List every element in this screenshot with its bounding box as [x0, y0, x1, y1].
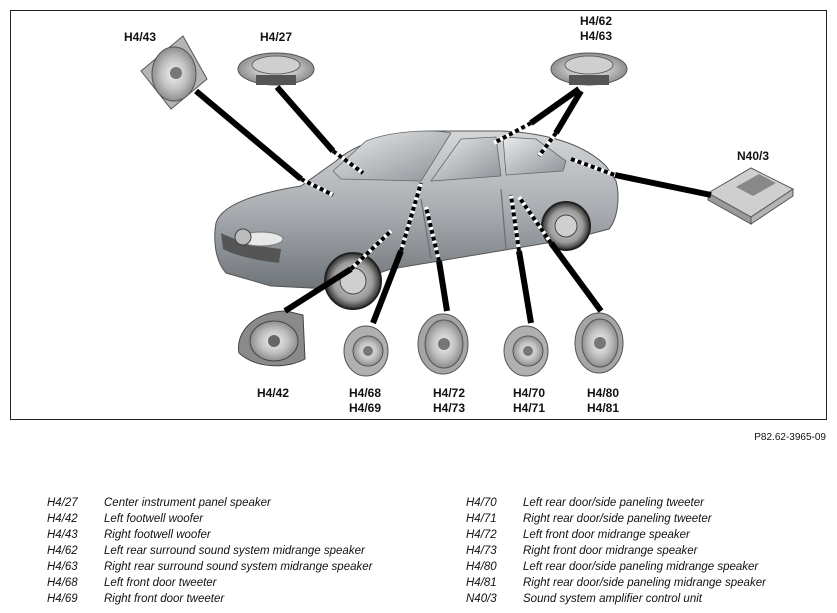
car-illustration: [214, 130, 619, 310]
leader-h4-63: [537, 89, 584, 158]
callout-h4-43: H4/43: [123, 30, 157, 44]
leader-h4-70: [509, 194, 534, 324]
leader-h4-72: [424, 206, 450, 312]
figure-reference-number: P82.62-3965-09: [754, 432, 826, 443]
speaker-h4-68-69: [343, 325, 389, 377]
speaker-h4-42: [238, 310, 306, 367]
speaker-layout-illustration: [140, 35, 794, 377]
speaker-h4-62-63: [550, 52, 628, 86]
speaker-h4-70-71: [503, 325, 549, 377]
speaker-h4-43: [140, 35, 208, 110]
speaker-h4-80-81: [574, 312, 624, 374]
leader-lines: [194, 85, 712, 325]
speaker-h4-27: [237, 52, 315, 86]
callout-n40-3: N40/3: [736, 149, 770, 163]
amplifier-n40-3: [706, 167, 794, 225]
leader-n40-3: [570, 157, 712, 198]
leader-h4-42: [283, 229, 393, 314]
callout-h4-27: H4/27: [259, 30, 293, 44]
leader-h4-43: [194, 88, 334, 197]
leader-h4-62: [493, 86, 581, 145]
speaker-h4-72-73: [417, 313, 469, 375]
leader-h4-27: [274, 85, 365, 175]
callout-h4-42: H4/42: [256, 386, 290, 400]
leader-h4-80: [517, 195, 604, 313]
leader-h4-68: [370, 182, 423, 325]
